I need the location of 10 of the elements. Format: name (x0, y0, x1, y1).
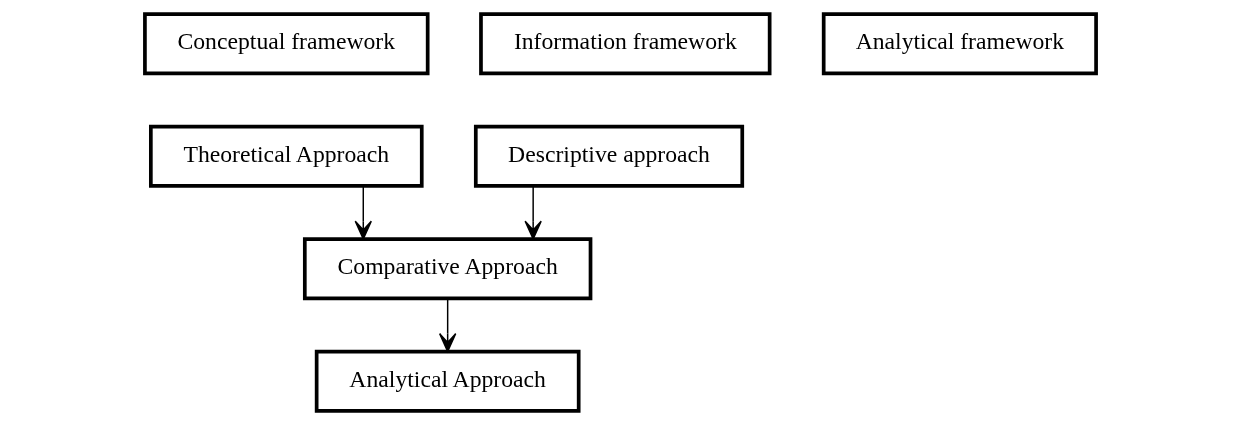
node-box: Analytical Approach (314, 349, 581, 413)
node-box: Theoretical Approach (148, 124, 424, 188)
arrow (354, 185, 372, 240)
arrow (438, 298, 456, 353)
node-box: Comparative Approach (302, 237, 592, 301)
node-box: Conceptual framework (142, 12, 430, 76)
node-box: Descriptive approach (473, 124, 744, 188)
node-box: Information framework (478, 12, 771, 76)
node-box: Analytical framework (821, 12, 1098, 76)
arrow (523, 185, 542, 240)
